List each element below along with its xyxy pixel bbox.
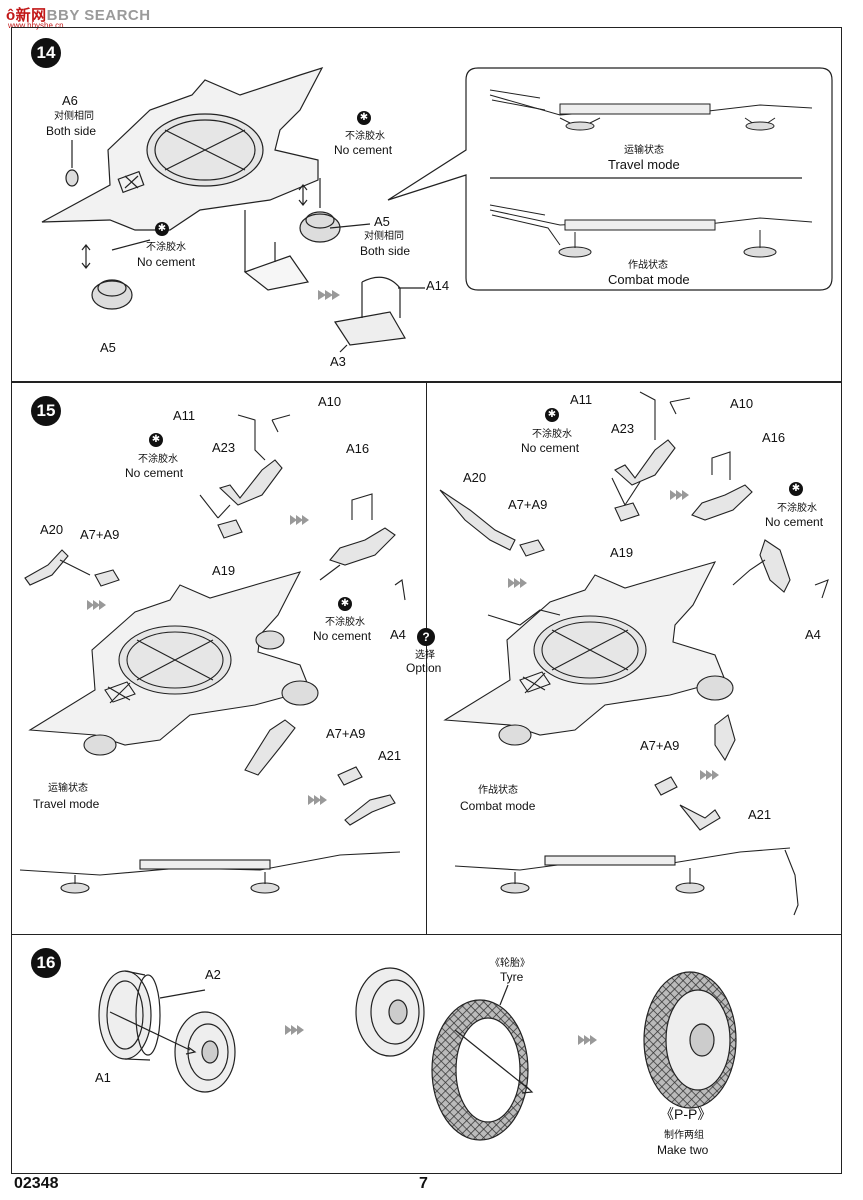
s15-left-nc2-cn: 不涂胶水 (325, 617, 365, 628)
label-a6-cn: 对侧相同 (54, 111, 94, 122)
page-number: 7 (419, 1175, 428, 1192)
s15-left-a11: A11 (173, 408, 196, 423)
label-a6-both-side: Both side (46, 124, 97, 138)
label-a5-right: A5 (374, 214, 390, 229)
footer-code: 02348 (14, 1175, 59, 1192)
s15-right-a19: A19 (610, 545, 634, 560)
step-16-number: 16 (31, 948, 61, 978)
s15-left-a16: A16 (346, 441, 370, 456)
callout-travel-mode: Travel mode (608, 157, 680, 172)
watermark-url: www.hbyshe.cn (8, 21, 64, 30)
label-no-cement-2: No cement (137, 255, 196, 269)
s15-left-a10: A10 (318, 394, 342, 409)
option-label-cn: 选择 (415, 650, 435, 661)
no-cement-icon: ✱ (545, 408, 559, 422)
option-icon: ? (417, 628, 435, 646)
s15-left-a7a9-b: A7+A9 (326, 726, 366, 741)
s16-tyre-cn: 《轮胎》 (490, 958, 530, 969)
label-a3: A3 (330, 354, 346, 369)
s15-left-nc1-cn: 不涂胶水 (138, 454, 178, 465)
label-a6: A6 (62, 93, 78, 108)
s15-right-nc1-cn: 不涂胶水 (532, 429, 572, 440)
s15-left-a7a9: A7+A9 (80, 527, 120, 542)
step-14-panel (11, 27, 842, 382)
s15-right-a21: A21 (748, 807, 772, 822)
s16-a2: A2 (205, 967, 221, 982)
option-label: Option (406, 661, 442, 675)
callout-combat-mode: Combat mode (608, 272, 690, 287)
s15-left-a23: A23 (212, 440, 236, 455)
s16-tyre: Tyre (500, 970, 524, 984)
step-14-number: 14 (31, 38, 61, 68)
s15-right-nc2-cn: 不涂胶水 (777, 503, 817, 514)
step-14-drawing (41, 66, 833, 353)
label-no-cement-1: No cement (334, 143, 393, 157)
s16-make-cn: 制作两组 (664, 1130, 704, 1141)
s15-right-mode-cn: 作战状态 (478, 785, 518, 796)
s15-left-a20: A20 (40, 522, 64, 537)
no-cement-icon: ✱ (789, 482, 803, 496)
step-15-number: 15 (31, 396, 61, 426)
label-a5-right-cn: 对侧相同 (364, 231, 404, 242)
s15-right-a10: A10 (730, 396, 754, 411)
s15-left-a21: A21 (378, 748, 402, 763)
s15-right-a20: A20 (463, 470, 487, 485)
s16-make-two: Make two (657, 1143, 709, 1157)
callout-travel-cn: 运输状态 (624, 145, 664, 156)
no-cement-icon: ✱ (338, 597, 352, 611)
s15-left-a4: A4 (390, 627, 406, 642)
s16-pp: 《P-P》 (660, 1106, 712, 1122)
no-cement-icon: ✱ (149, 433, 163, 447)
label-a5-right-both-side: Both side (360, 244, 411, 258)
step-15-drawing (19, 391, 829, 916)
s15-left-mode-cn: 运输状态 (48, 783, 88, 794)
s15-right-nc2: No cement (765, 515, 824, 529)
s15-left-nc2: No cement (313, 629, 372, 643)
no-cement-icon: ✱ (155, 222, 169, 236)
s16-a1: A1 (95, 1070, 111, 1085)
s15-right-a7a9: A7+A9 (508, 497, 548, 512)
s15-left-mode: Travel mode (33, 797, 100, 811)
s15-left-nc1: No cement (125, 466, 184, 480)
label-no-cement-2-cn: 不涂胶水 (146, 242, 186, 253)
s15-right-a4: A4 (805, 627, 821, 642)
s15-left-a19: A19 (212, 563, 236, 578)
s15-right-a23: A23 (611, 421, 635, 436)
label-a5-bottom: A5 (100, 340, 116, 355)
label-a14: A14 (426, 278, 450, 293)
s15-right-a7a9-b: A7+A9 (640, 738, 680, 753)
step-16-panel (11, 934, 842, 1174)
s15-right-a16: A16 (762, 430, 786, 445)
no-cement-icon: ✱ (357, 111, 371, 125)
callout-combat-cn: 作战状态 (628, 260, 668, 271)
watermark-logo: ô新网BBY SEARCH (6, 7, 151, 24)
s15-right-nc1: No cement (521, 441, 580, 455)
label-no-cement-1-cn: 不涂胶水 (345, 131, 385, 142)
s15-right-a11: A11 (570, 392, 593, 407)
s15-right-mode: Combat mode (460, 799, 536, 813)
